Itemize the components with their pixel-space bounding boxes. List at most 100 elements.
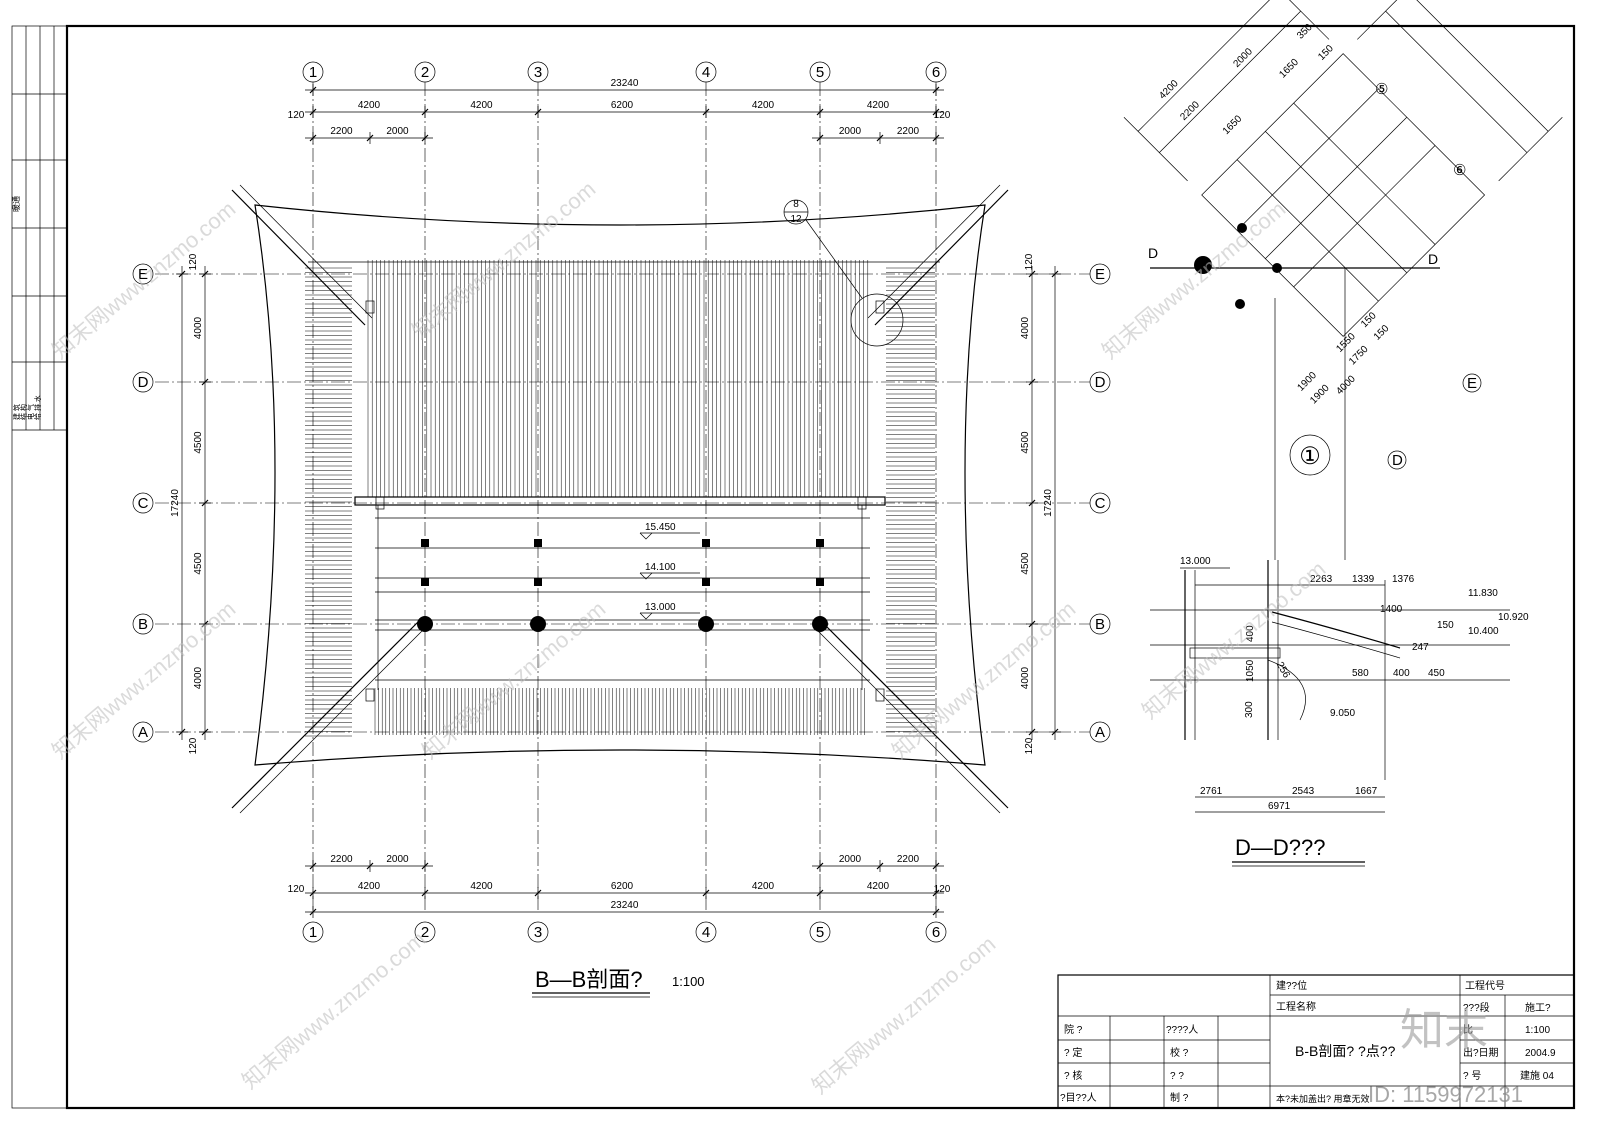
grid-bubble-bottom-2: 2: [414, 921, 436, 943]
dd-dim-left-2: 300: [1244, 701, 1255, 718]
dim-right-spans-label-2: 4500: [1020, 552, 1031, 575]
roof-eave-outline: [254, 204, 986, 766]
dim-top-sub-right-label-1: 2200: [897, 126, 920, 137]
svg-text:3: 3: [534, 64, 542, 81]
margin-label-struct: 结 构: [19, 404, 28, 420]
tb-drawing-no-value: 建施 04: [1520, 1069, 1554, 1082]
tb-date-label: 出?日期: [1463, 1046, 1499, 1059]
tb-drawing-title: B-B剖面? ?点??: [1295, 1043, 1396, 1059]
svg-text:E: E: [138, 266, 148, 283]
dim-bottom-spans-label-0: 4200: [358, 881, 381, 892]
dd-dim-mid-0: 1400: [1380, 604, 1403, 615]
plan-scale: 1:100: [672, 974, 705, 989]
hip-rafter-se: [819, 619, 1009, 809]
grid-bubble-right-A: A: [1089, 721, 1111, 743]
corner-post-3: [875, 688, 885, 702]
watermark-text-3: 知末网www.znzmo.com: [1097, 196, 1290, 364]
dd-elevation-3: 10.400: [1468, 626, 1499, 637]
dim-edge-offset-v-1: 120: [188, 737, 199, 754]
svg-text:6: 6: [932, 924, 940, 941]
dd-elevation-4: 9.050: [1330, 708, 1355, 719]
margin-label-elec: 电 气: [26, 404, 35, 420]
grid-bubble-top-5: 5: [809, 61, 831, 83]
corner-axis-6: ⑥: [1453, 162, 1466, 179]
corner-dim-lower-3: 1750: [1347, 344, 1371, 368]
columns: [365, 300, 885, 702]
dim-bottom-spans-label-4: 4200: [867, 881, 890, 892]
column-square-lower-3: [816, 578, 824, 586]
tb-note: 本?未加盖出? 用章无效: [1276, 1093, 1370, 1104]
dim-bottom-spans-label-1: 4200: [470, 881, 493, 892]
dd-elevation-0: 13.000: [1180, 556, 1211, 567]
dim-left-total: 17240: [170, 266, 188, 740]
tb-role2-3: 制 ?: [1170, 1091, 1189, 1104]
roof-tiles-right: [886, 267, 935, 737]
dim-left-total-label-0: 17240: [170, 489, 181, 517]
grid-bubble-right-E: E: [1089, 263, 1111, 285]
dim-top-spans-label-3: 4200: [752, 100, 775, 111]
roof-tiles-left: [305, 267, 352, 737]
column-round-0: [417, 616, 433, 632]
dd-dim-left-1: 1050: [1245, 659, 1256, 682]
detail-ref-sheet: 12: [790, 214, 802, 225]
roof-tiles-lower: [374, 688, 865, 735]
ridge-beam: [354, 496, 886, 506]
grid-bubble-left-C: C: [132, 492, 154, 514]
section-dd: 13.000 11.830 10.920 10.400 9.050 2263 1…: [1150, 556, 1529, 867]
column-square-lower-2: [702, 578, 710, 586]
svg-text:B: B: [1095, 616, 1105, 633]
dd-dim-top-1: 1339: [1352, 574, 1375, 585]
svg-text:5: 5: [816, 924, 824, 941]
dim-top-spans-label-4: 4200: [867, 100, 890, 111]
dim-edge-offset-0: 120: [288, 110, 305, 121]
svg-text:3: 3: [534, 924, 542, 941]
dim-edge-offset-3: 120: [934, 884, 951, 895]
elevation-markers: 15.450 14.100 13.000: [639, 522, 700, 620]
svg-text:B: B: [138, 616, 148, 633]
tb-role-1: ? 定: [1064, 1046, 1082, 1059]
tb-design-unit: 建??位: [1276, 979, 1307, 992]
dim-top-sub-right-label-0: 2000: [839, 126, 862, 137]
tb-drawing-no-label: ? 号: [1463, 1070, 1481, 1082]
grid-bubble-left-B: B: [132, 613, 154, 635]
tb-project-code: 工程代号: [1465, 980, 1505, 992]
margin-label-plumb: 给 排 水: [33, 395, 42, 420]
column-round-1: [530, 616, 546, 632]
corner-column-main: [1194, 256, 1212, 274]
corner-dim-upper-4: 1650: [1277, 57, 1301, 81]
section-mark-left: D: [1148, 245, 1158, 261]
dim-bottom-sub-right-label-0: 2000: [839, 854, 862, 865]
tb-scale-value: 1:100: [1525, 1025, 1550, 1036]
grid-bubble-bottom-1: 1: [302, 921, 324, 943]
dim-edge-offset-v-3: 120: [1024, 737, 1035, 754]
tb-role2-2: ? ?: [1170, 1071, 1184, 1082]
elevation-14100: 14.100: [645, 562, 676, 573]
dim-right-total: 17240: [1043, 266, 1061, 740]
svg-text:A: A: [138, 724, 148, 741]
dim-right-spans-label-3: 4000: [1020, 666, 1031, 689]
watermark-text-7: 知末网www.znzmo.com: [237, 926, 430, 1094]
svg-text:C: C: [138, 495, 149, 512]
section-dd-title: D—D???: [1235, 835, 1325, 860]
tb-role2-1: 校 ?: [1170, 1046, 1189, 1059]
detail-ref-number: 8: [793, 199, 799, 210]
grid-bubble-right-D: D: [1089, 371, 1111, 393]
svg-text:1: 1: [309, 64, 317, 81]
corner-post-2: [365, 688, 375, 702]
watermark-text-8: 知末网www.znzmo.com: [807, 931, 1000, 1099]
svg-text:4: 4: [702, 924, 710, 941]
dd-dim-mid-5: 247: [1412, 642, 1429, 653]
svg-text:E: E: [1095, 266, 1105, 283]
corner-dim-upper-0: 4200: [1157, 78, 1181, 102]
dim-bottom-spans-label-3: 4200: [752, 881, 775, 892]
tb-project-name: 工程名称: [1276, 1000, 1316, 1013]
dim-top-total: 23240: [305, 78, 944, 96]
dd-dim-bottom-0: 2761: [1200, 786, 1223, 797]
dim-left-spans-label-2: 4500: [193, 552, 204, 575]
dd-dim-top-2: 1376: [1392, 574, 1415, 585]
corner-post-4: [375, 496, 385, 510]
